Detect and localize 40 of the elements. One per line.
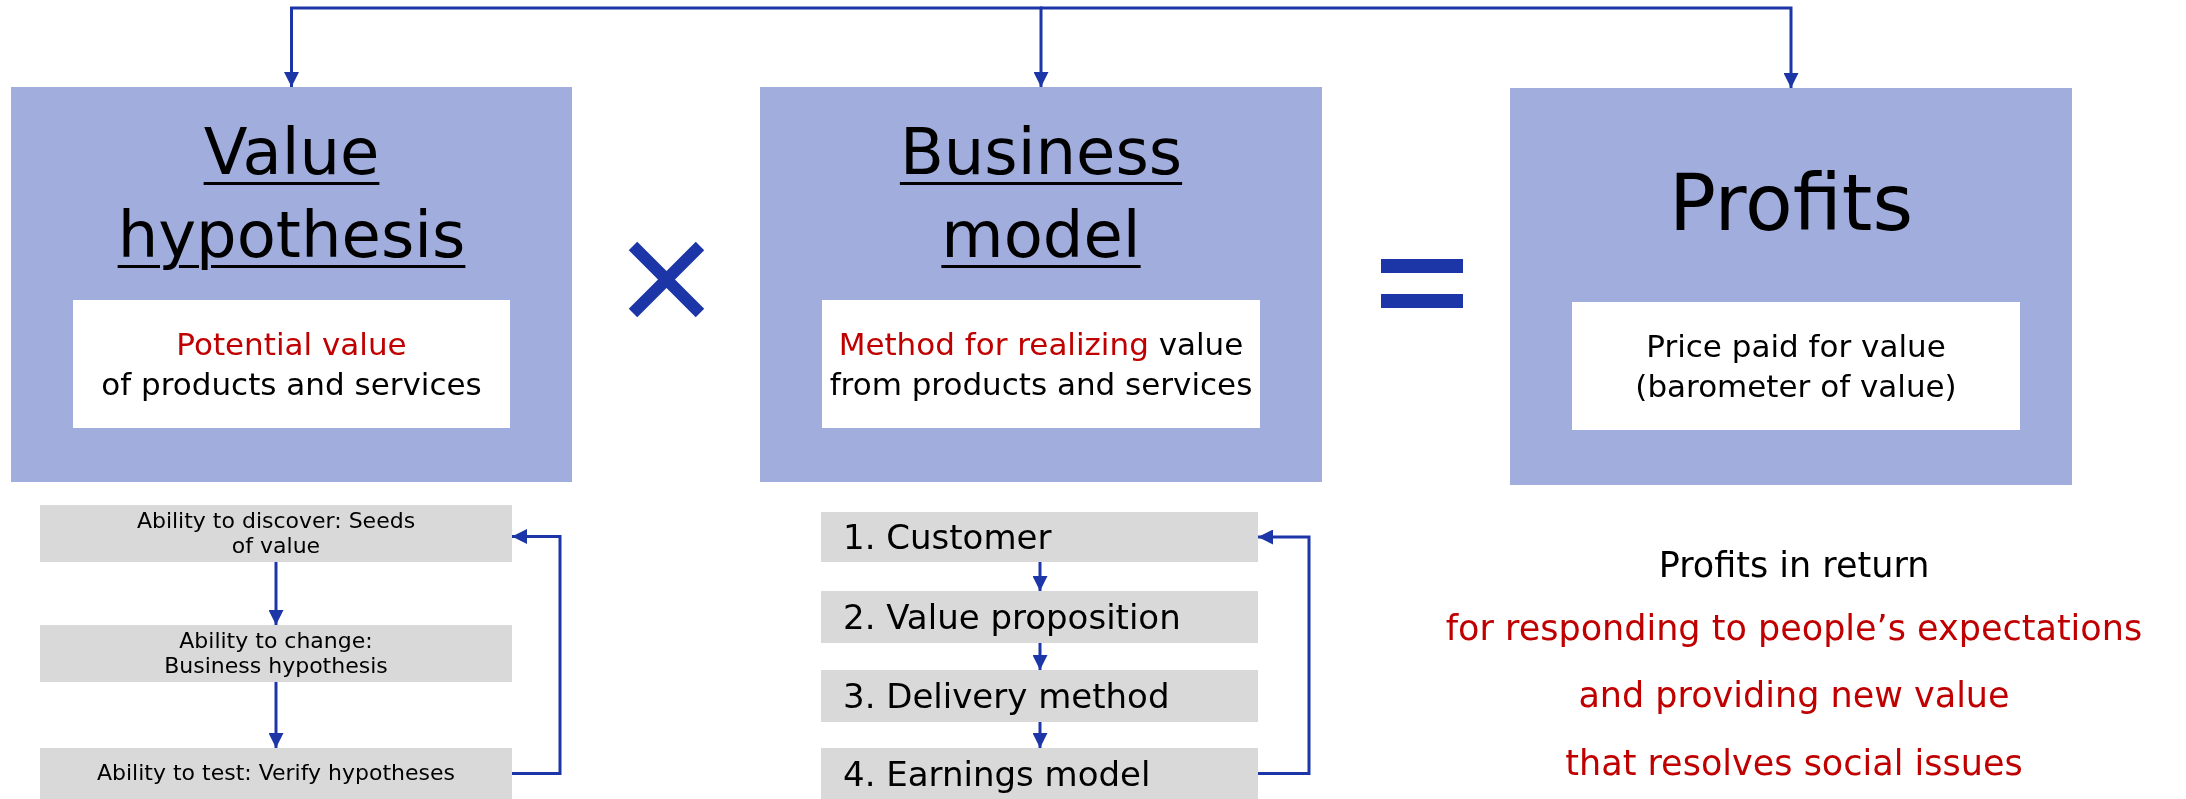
arrow (268, 562, 284, 625)
box-title: Profits (1668, 158, 1914, 248)
note-text: for responding to people’s expectations (1444, 608, 2144, 648)
note-text: that resolves social issues (1564, 743, 2024, 783)
box-text: Potential value (176, 324, 407, 364)
step-box (40, 505, 512, 562)
box-title: Business model (898, 114, 1184, 275)
concept-box (760, 87, 1322, 482)
box-text: Ability to discover: Seeds of value (135, 509, 417, 558)
note-text: Profits in return (1657, 545, 1931, 585)
box-text: 2. Value proposition (843, 597, 1181, 637)
box-text: 3. Delivery method (843, 676, 1170, 716)
step-box (40, 625, 512, 682)
note-text: and providing new value (1577, 675, 2011, 715)
description-box (822, 300, 1260, 428)
box-text: 1. Customer (843, 517, 1052, 557)
arrow (1032, 643, 1048, 670)
arrow (1032, 722, 1048, 748)
arrow (268, 682, 284, 748)
step-box (821, 512, 1258, 562)
box-text: Ability to test: Verify hypotheses (96, 761, 456, 786)
step-box (821, 748, 1258, 799)
description-box (1572, 302, 2020, 430)
arrow (1032, 562, 1048, 591)
arrow (512, 529, 562, 775)
box-title: Value hypothesis (116, 114, 467, 275)
arrow (1258, 529, 1311, 775)
box-text: of products and services (101, 365, 482, 404)
arrow (284, 6, 1040, 87)
step-box (821, 670, 1258, 722)
arrow (1040, 6, 1799, 88)
concept-box (1510, 88, 2072, 485)
description-box (73, 300, 510, 428)
box-text: Price paid for value (barometer of value) (1634, 326, 1958, 406)
box-text: 4. Earnings model (843, 753, 1151, 794)
box-text: Method for realizing value from products and services (828, 324, 1254, 404)
concept-box (11, 87, 572, 482)
step-box (40, 748, 512, 799)
step-box (821, 591, 1258, 643)
box-text: Ability to change: Business hypothesis (163, 629, 389, 678)
